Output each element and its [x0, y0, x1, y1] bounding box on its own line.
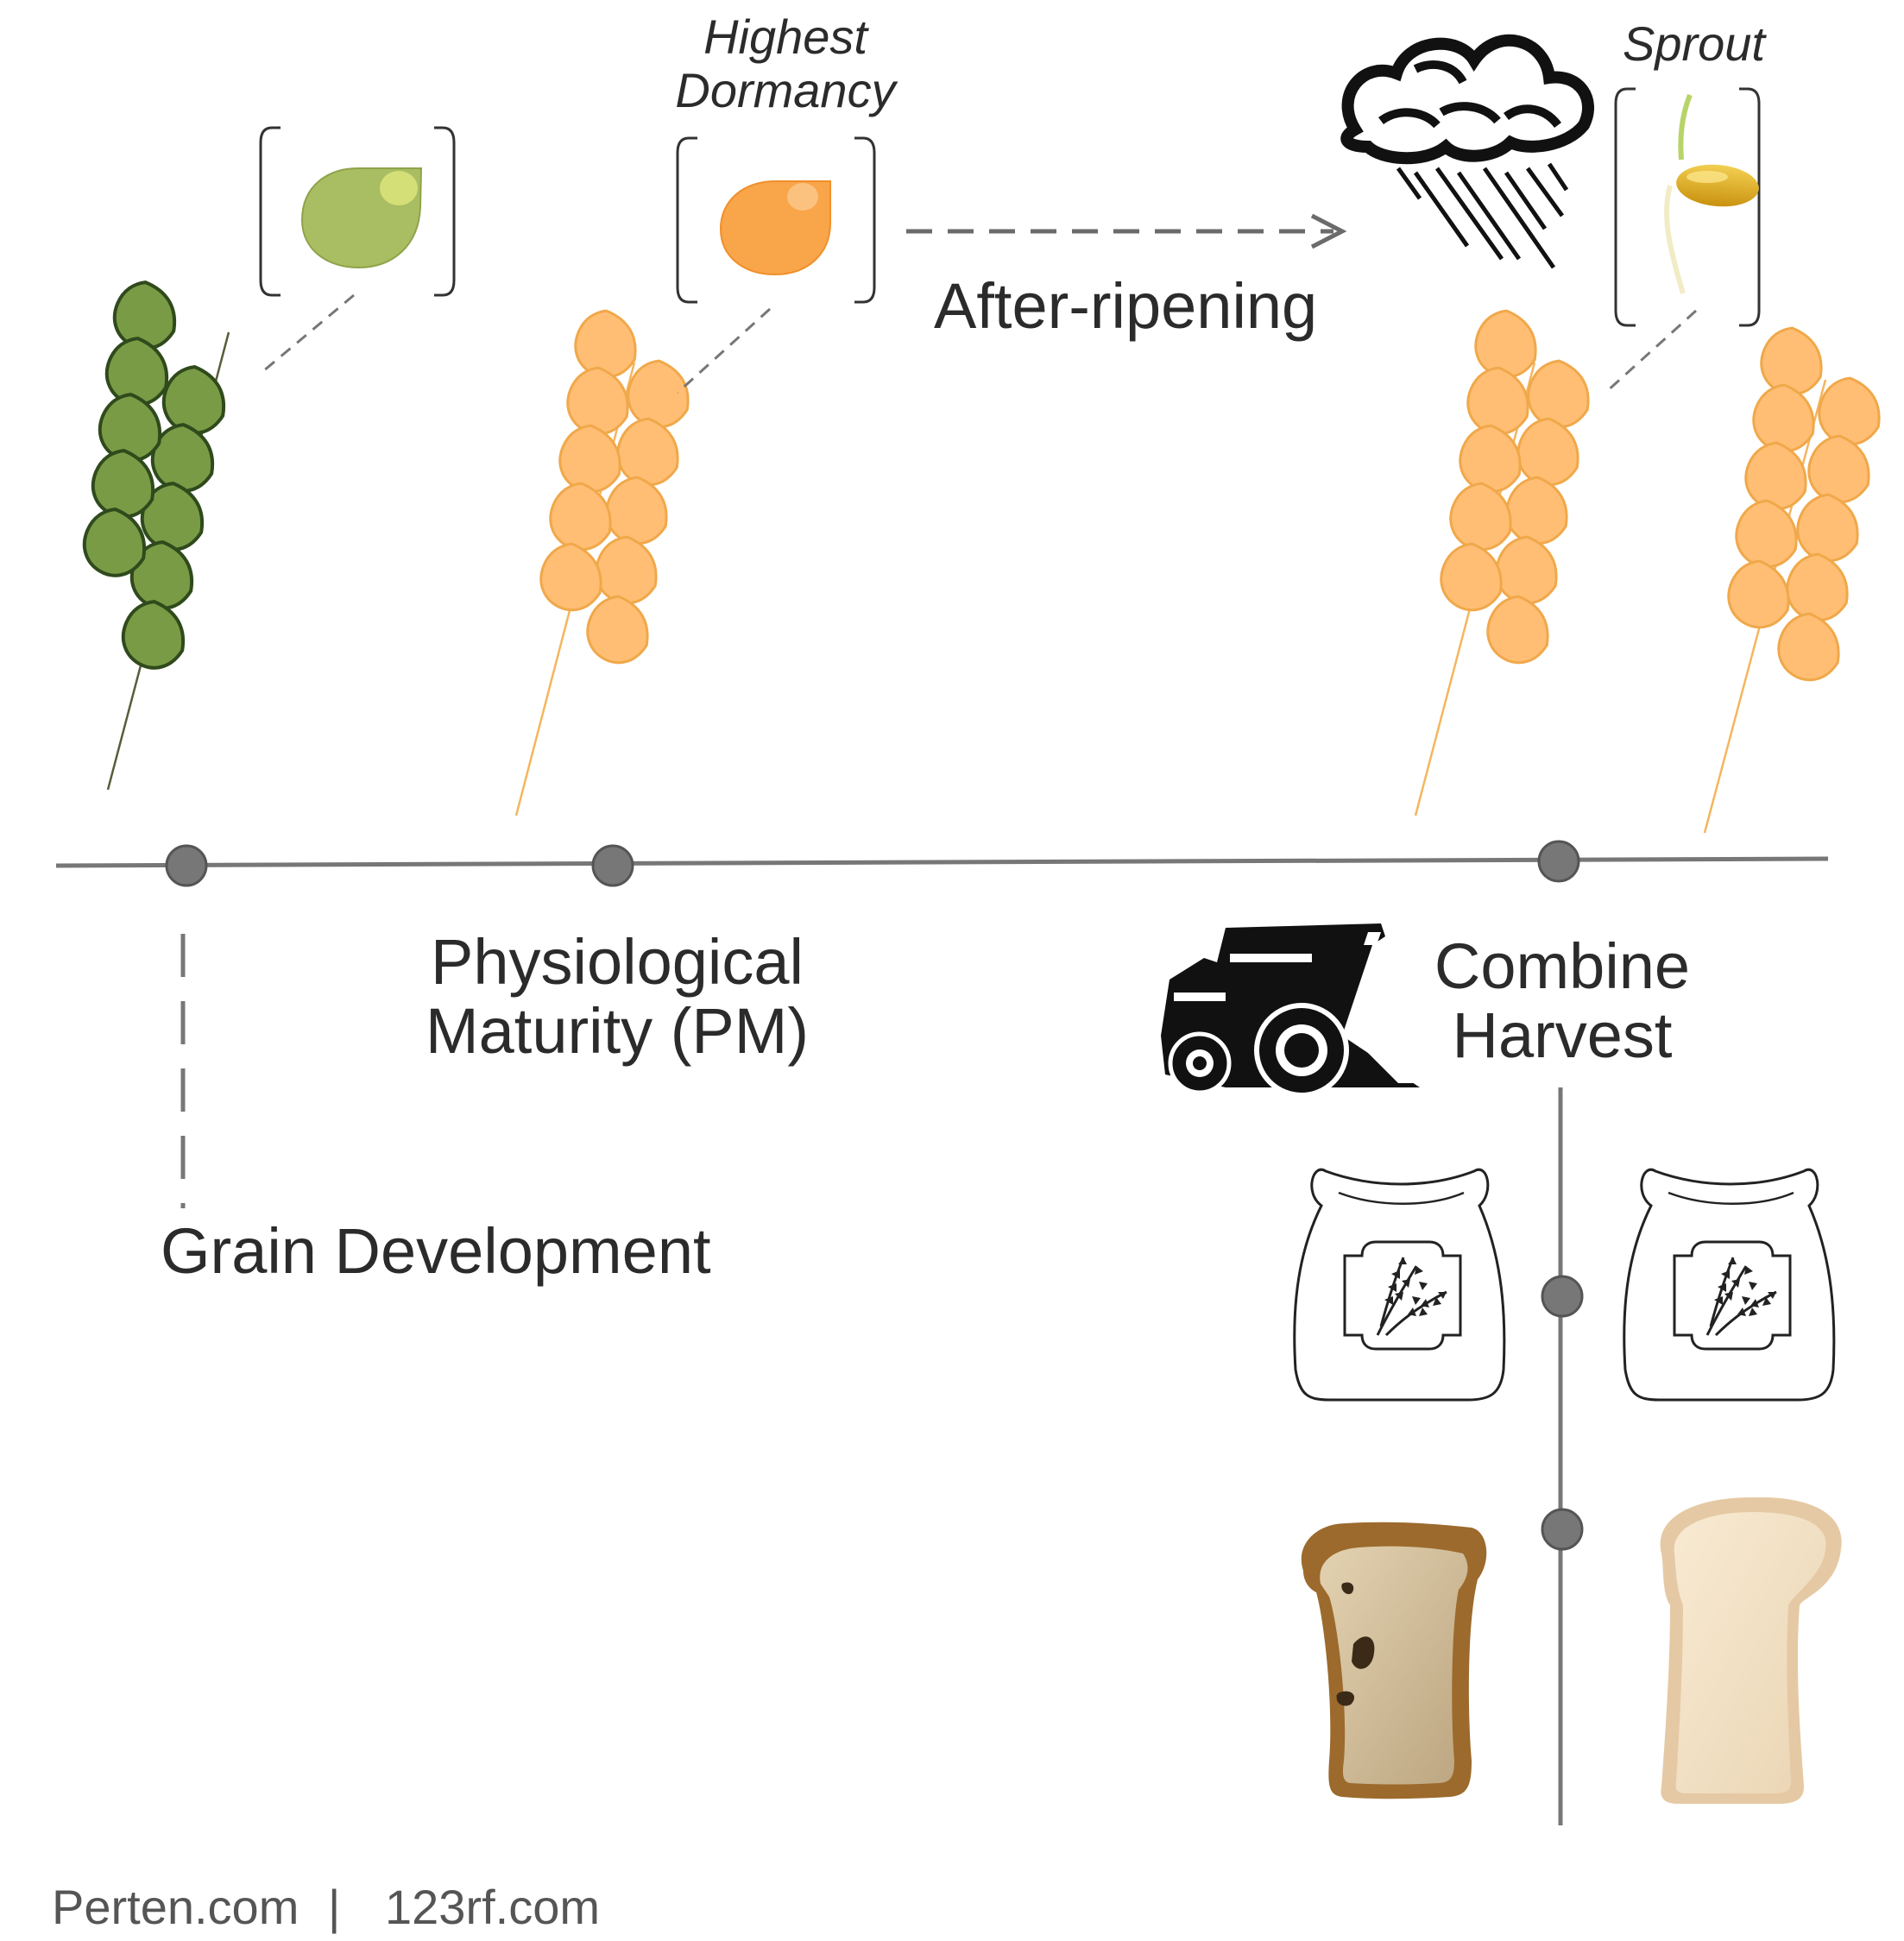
footer-source-2: 123rf.com [385, 1880, 601, 1934]
combine-line1: Combine [1434, 930, 1691, 1002]
grain-sack-icon [1293, 1168, 1506, 1402]
grain-sack-icon-2 [1623, 1168, 1836, 1402]
after-ripening-arrow [906, 213, 1347, 249]
sprout-label: Sprout [1623, 16, 1765, 71]
bread-slice-icon-good [1660, 1497, 1842, 1804]
bread-slice-icon-poor [1301, 1522, 1487, 1799]
main-timeline [55, 840, 1829, 1208]
orange-wheat-spike-late [1703, 320, 1893, 834]
orange-wheat-spike-harvest [1414, 303, 1602, 816]
harvest-timeline [1541, 1087, 1584, 1825]
grain-development-node [165, 844, 208, 887]
pm-line2: Maturity (PM) [426, 995, 809, 1067]
sprout-grain-callout [1604, 87, 1761, 394]
physiological-maturity-label: Physiological Maturity (PM) [401, 928, 833, 1066]
green-grain-callout [259, 126, 456, 373]
combine-harvester-icon [1161, 923, 1420, 1098]
pm-line1: Physiological [431, 926, 804, 998]
orange-grain-callout [676, 136, 876, 394]
orange-wheat-spike-pm [514, 303, 702, 816]
highest-dormancy-label: Highest Dormancy [643, 10, 928, 117]
green-wheat-spike [73, 274, 237, 791]
rain-cloud-icon [1340, 34, 1594, 269]
combine-line2: Harvest [1452, 999, 1673, 1071]
harvest-node [1537, 840, 1580, 883]
grain-development-label: Grain Development [161, 1215, 711, 1287]
footer-separator: | [327, 1880, 341, 1934]
after-ripening-label: After-ripening [934, 270, 1318, 342]
sprouting-seed-icon [1664, 93, 1759, 294]
bread-node [1541, 1508, 1584, 1551]
footer-source-1: Perten.com [52, 1880, 299, 1934]
highest-dormancy-line1: Highest [703, 9, 867, 64]
sack-node [1541, 1275, 1584, 1318]
footer-credits: Perten.com | 123rf.com [52, 1879, 600, 1935]
highest-dormancy-line2: Dormancy [675, 63, 896, 117]
combine-harvest-label: Combine Harvest [1415, 932, 1709, 1070]
pm-node [591, 844, 634, 887]
